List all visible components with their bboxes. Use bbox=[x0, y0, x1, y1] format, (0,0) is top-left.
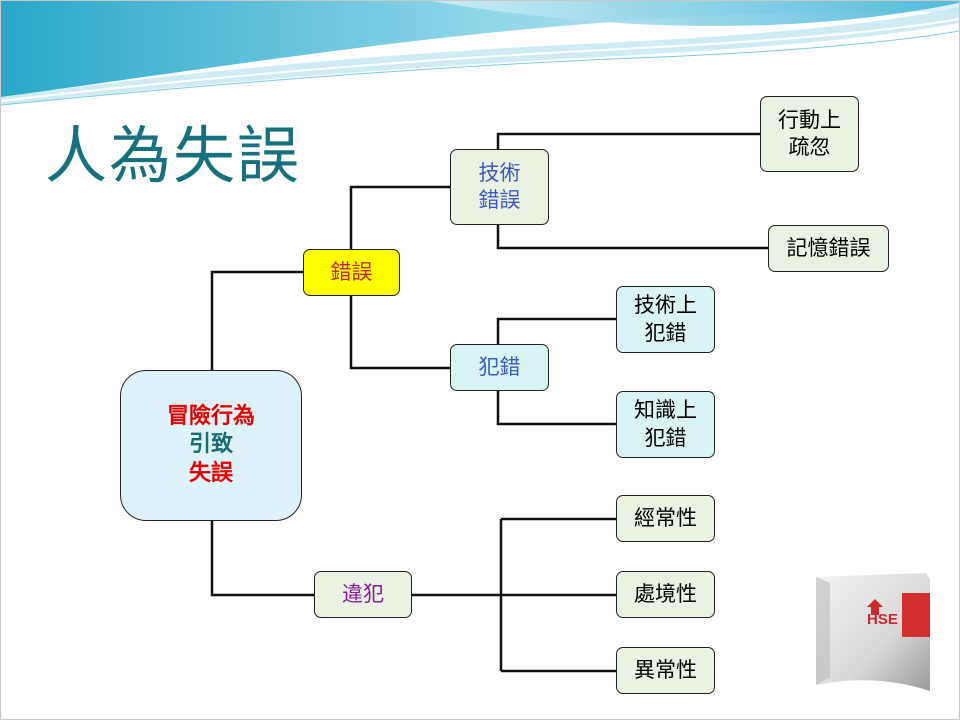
root-node-risky-behavior: 冒險行為 引致 失誤 bbox=[120, 370, 302, 521]
node-error-label: 錯誤 bbox=[330, 259, 373, 284]
connector-violation-branches bbox=[499, 517, 616, 673]
node-technical-mistake: 技術上 犯錯 bbox=[616, 286, 715, 353]
node-technical-mistake-line-2: 犯錯 bbox=[644, 320, 687, 345]
node-technical-error-line-1: 技術 bbox=[478, 160, 521, 185]
connector-technical-memory bbox=[496, 225, 768, 250]
connector-mistake-technical bbox=[496, 317, 616, 344]
node-memory-error-label: 記憶錯誤 bbox=[786, 235, 871, 260]
node-routine-violation: 經常性 bbox=[616, 495, 715, 542]
connector-mistake-knowledge bbox=[496, 391, 616, 426]
node-technical-mistake-line-1: 技術上 bbox=[634, 293, 697, 318]
node-action-lapse-line-2: 疏忽 bbox=[788, 135, 831, 159]
root-line-3: 失誤 bbox=[188, 460, 233, 486]
node-knowledge-mistake-line-1: 知識上 bbox=[634, 398, 697, 423]
root-line-1: 冒險行為 bbox=[166, 403, 255, 429]
node-mistake: 犯錯 bbox=[450, 344, 549, 391]
hse-logo bbox=[816, 573, 930, 691]
slide-title: 人為失誤 bbox=[45, 119, 302, 192]
connector-technical-action bbox=[496, 132, 760, 149]
header-wave-decoration bbox=[1, 1, 959, 106]
node-knowledge-mistake-line-2: 犯錯 bbox=[644, 425, 687, 450]
node-action-lapse: 行動上 疏忽 bbox=[760, 96, 859, 172]
root-line-2: 引致 bbox=[188, 432, 233, 458]
connector-root-violation bbox=[210, 521, 314, 597]
node-violation: 違犯 bbox=[314, 571, 412, 618]
node-technical-error: 技術 錯誤 bbox=[450, 149, 549, 225]
connector-error-technical bbox=[349, 185, 450, 249]
connector-error-mistake bbox=[349, 296, 450, 370]
hse-logo-mark-icon bbox=[867, 599, 883, 615]
node-memory-error: 記憶錯誤 bbox=[768, 225, 889, 272]
node-exceptional-violation-label: 異常性 bbox=[634, 657, 697, 682]
node-action-lapse-line-1: 行動上 bbox=[778, 107, 841, 132]
node-error: 錯誤 bbox=[303, 249, 400, 296]
node-violation-label: 違犯 bbox=[342, 581, 384, 606]
node-technical-error-line-2: 錯誤 bbox=[478, 188, 521, 212]
connector-root-error bbox=[210, 270, 303, 370]
node-routine-violation-label: 經常性 bbox=[634, 505, 697, 530]
node-situational-violation: 處境性 bbox=[616, 571, 715, 618]
node-knowledge-mistake: 知識上 犯錯 bbox=[616, 391, 715, 458]
node-situational-violation-label: 處境性 bbox=[634, 581, 697, 606]
node-exceptional-violation: 異常性 bbox=[616, 647, 715, 694]
node-mistake-label: 犯錯 bbox=[478, 354, 521, 379]
hse-logo-text: HSE bbox=[867, 611, 898, 628]
